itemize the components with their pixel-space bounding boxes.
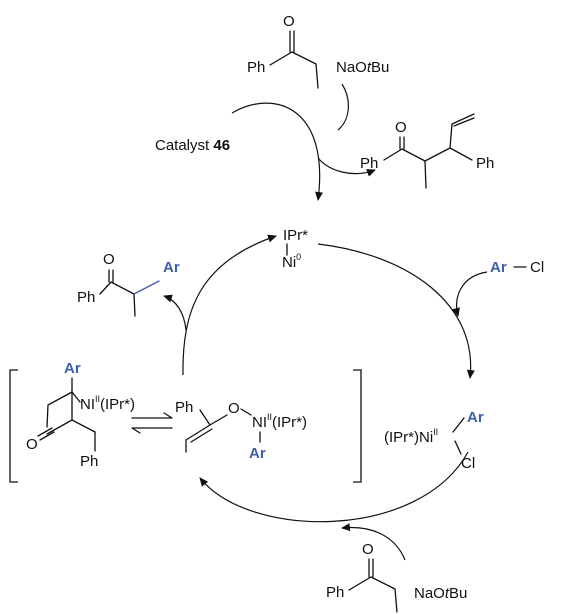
svg-text:NIII(IPr*): NIII(IPr*) bbox=[252, 412, 307, 431]
ph-label: Ph bbox=[77, 289, 95, 306]
aryl-chloride: Ar Cl bbox=[490, 259, 544, 276]
propiophenone-bottom: Ph O bbox=[326, 541, 398, 613]
svg-text:Ni0: Ni0 bbox=[282, 252, 301, 271]
ph-label: Ph bbox=[326, 584, 344, 601]
ph-label: Ph bbox=[247, 59, 265, 76]
allyl-ketone-product: Ph O Ph bbox=[360, 113, 494, 189]
ph-label: Ph bbox=[175, 399, 193, 416]
o-label: O bbox=[26, 436, 38, 453]
ph-label: Ph bbox=[476, 155, 494, 172]
ar-label: Ar bbox=[490, 259, 507, 276]
base-bottom: NaOtBu bbox=[414, 585, 467, 602]
svg-text:NIII(IPr*): NIII(IPr*) bbox=[80, 394, 135, 413]
cl-label: Cl bbox=[461, 455, 475, 472]
ar-label: Ar bbox=[249, 445, 266, 462]
o-label: O bbox=[395, 119, 407, 136]
ph-label: Ph bbox=[80, 453, 98, 470]
ipr-label: IPr* bbox=[283, 227, 308, 244]
ar-label: Ar bbox=[163, 259, 180, 276]
base-top: NaOtBu bbox=[336, 59, 389, 76]
o-label: O bbox=[283, 13, 295, 30]
svg-text:NaOtBu: NaOtBu bbox=[336, 59, 389, 76]
ni0-complex: IPr* Ni0 bbox=[282, 227, 308, 271]
enolate-equilibrium: Ar NIII(IPr*) O Ph Ph O NIII(IPr*) Ar bbox=[9, 360, 362, 483]
alpha-aryl-ketone-product: Ph O Ar bbox=[77, 251, 180, 317]
svg-text:NaOtBu: NaOtBu bbox=[414, 585, 467, 602]
svg-text:(IPr*)NiII: (IPr*)NiII bbox=[384, 427, 438, 446]
ph-label: Ph bbox=[360, 155, 378, 172]
svg-text:Catalyst 46: Catalyst 46 bbox=[155, 137, 230, 154]
o-label: O bbox=[362, 541, 374, 558]
ar-label: Ar bbox=[467, 409, 484, 426]
cl-label: Cl bbox=[530, 259, 544, 276]
cycle-arrows bbox=[163, 83, 488, 561]
o-label: O bbox=[228, 400, 240, 417]
catalyst-label: Catalyst 46 bbox=[155, 137, 230, 154]
arni-cl-complex: (IPr*)NiII Ar Cl bbox=[384, 409, 484, 472]
propiophenone-top: Ph O bbox=[247, 13, 319, 89]
o-label: O bbox=[103, 251, 115, 268]
ar-label: Ar bbox=[64, 360, 81, 377]
